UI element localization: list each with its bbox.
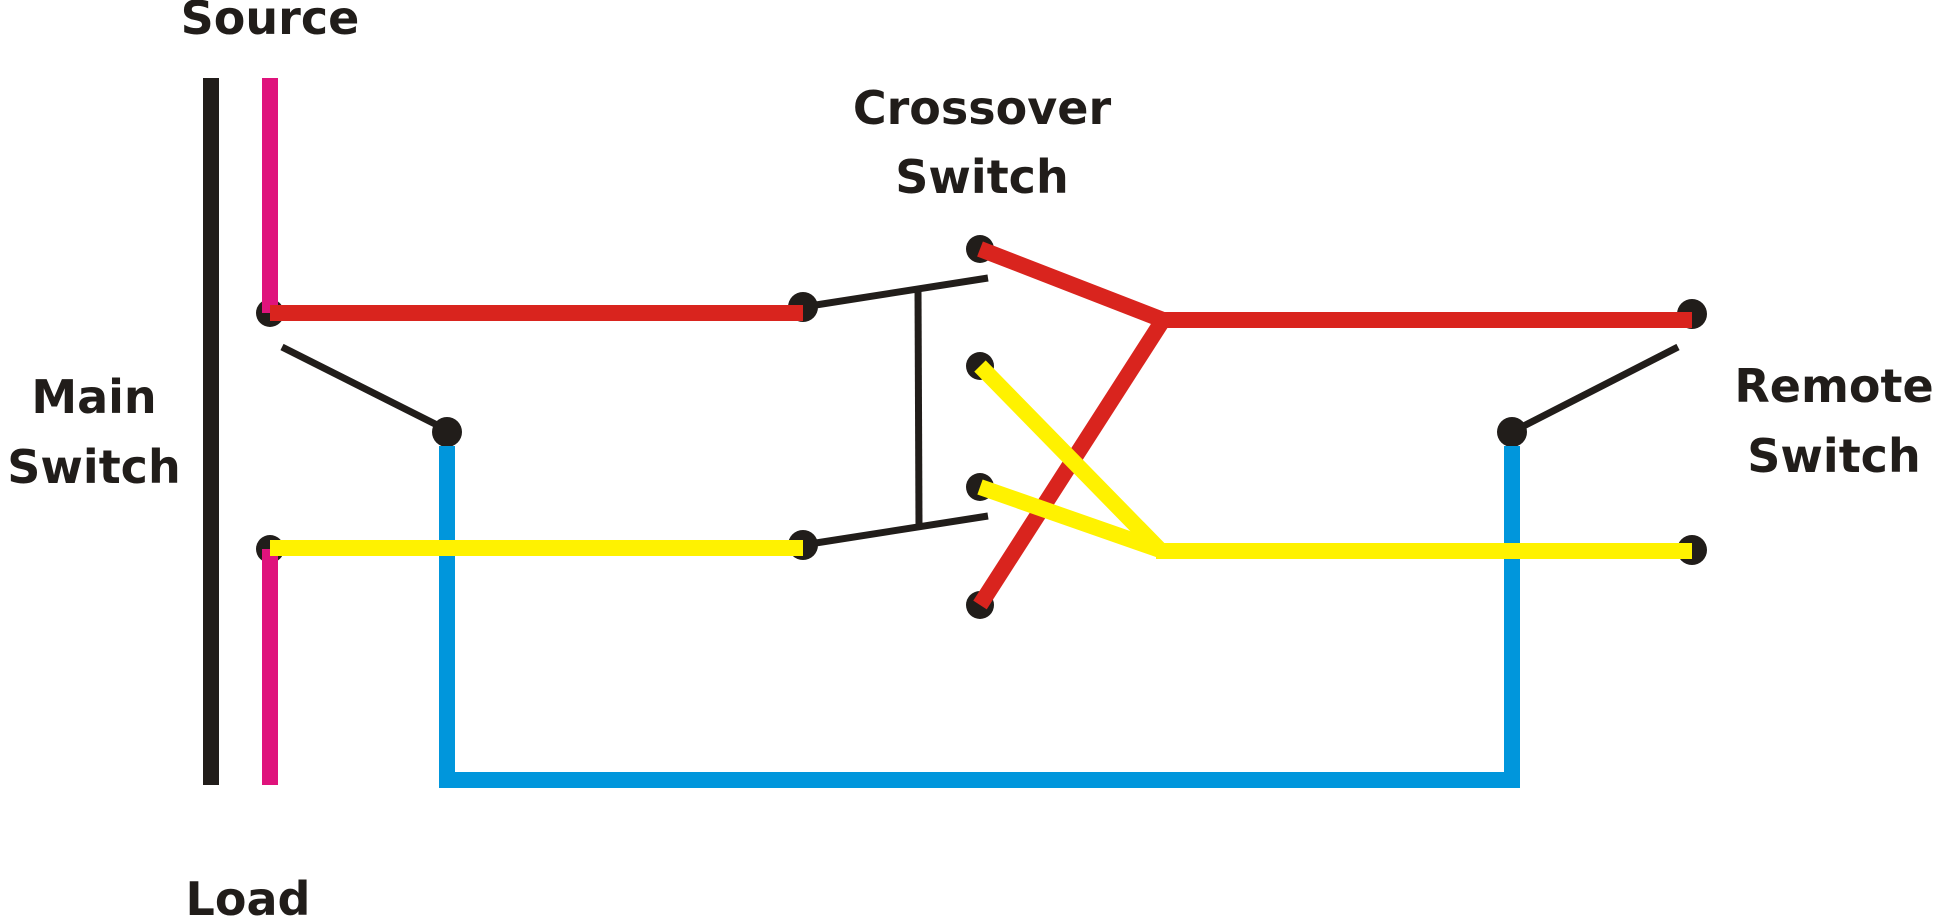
yellow-wire-crossover-out-2 [974,360,1166,556]
crossover-switch-label-line2: Switch [895,150,1068,204]
source-label: Source [181,0,360,45]
blue-return-wire [439,446,1520,788]
load-label: Load [186,872,311,922]
crossover-tie-bar [914,289,923,526]
remote-switch-lever [1510,343,1680,436]
terminals [256,235,1707,619]
red-wire-crossover-out-1 [977,241,1166,328]
yellow-strapper-wire [270,360,1692,559]
main-switch-lever [280,343,449,434]
crossover-switch-label-line1: Crossover [853,81,1112,135]
crossover-upper-lever [802,274,989,311]
main-switch-label-line1: Main [31,370,156,424]
remote-switch-terminal-common [1497,417,1527,447]
switch-levers [280,274,1680,549]
remote-switch-label-line1: Remote [1734,359,1933,413]
main-switch-terminal-common [432,417,462,447]
crossover-lower-lever [802,512,989,549]
yellow-wire-crossover-out-3 [977,479,1163,558]
remote-switch-label-line2: Switch [1747,429,1920,483]
main-switch-label-line2: Switch [7,440,180,494]
